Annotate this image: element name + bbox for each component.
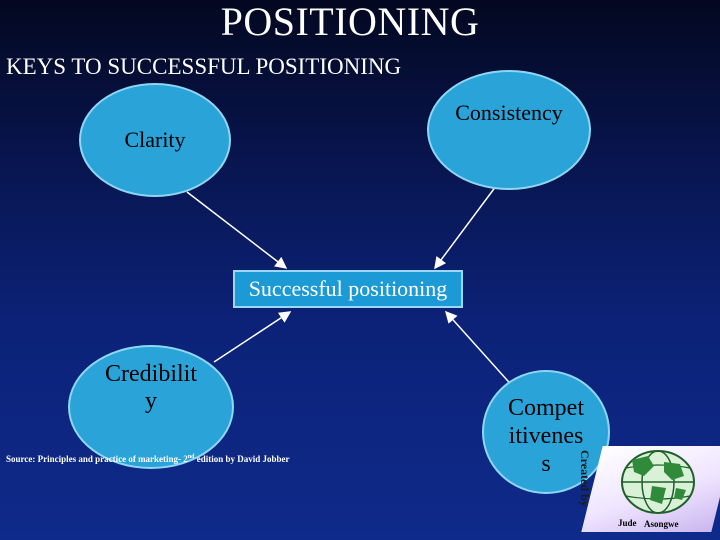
author-first-name: Jude — [618, 518, 637, 528]
node-successful-positioning: Successful positioning — [233, 270, 463, 308]
node-competitiveness-line3: s — [541, 451, 551, 477]
node-competitiveness-line2: itivenes — [508, 423, 584, 449]
node-credibility-line1: Credibilit — [105, 361, 197, 387]
node-competitiveness-label: Compet itivenes s — [505, 394, 587, 478]
slide-title: POSITIONING — [220, 0, 480, 44]
created-by-label: Created by — [578, 450, 592, 507]
globe-icon — [621, 450, 695, 514]
node-competitiveness-line1: Compet — [508, 395, 584, 421]
author-last-name: Asongwe — [644, 519, 679, 529]
node-consistency-label: Consistency — [455, 100, 563, 125]
credit-badge: Created by Jude Asongwe — [568, 440, 720, 540]
source-superscript: nd — [187, 454, 195, 460]
source-suffix: edition by David Jobber — [194, 454, 290, 464]
node-credibility: Credibilit y — [68, 345, 234, 469]
source-citation: Source: Principles and practice of marke… — [6, 454, 290, 464]
node-consistency: Consistency — [427, 70, 591, 190]
node-credibility-line2: y — [145, 388, 157, 414]
node-competitiveness: Compet itivenes s — [482, 370, 610, 494]
arrow-credibility — [213, 311, 292, 363]
arrow-competitiveness — [444, 310, 517, 391]
source-prefix: Source: Principles and practice of marke… — [6, 454, 188, 464]
slide-subtitle: KEYS TO SUCCESSFUL POSITIONING — [6, 54, 402, 79]
node-credibility-label: Credibilit y — [101, 361, 201, 415]
arrow-clarity — [186, 191, 288, 269]
node-clarity: Clarity — [79, 83, 231, 197]
node-clarity-label: Clarity — [124, 127, 186, 152]
